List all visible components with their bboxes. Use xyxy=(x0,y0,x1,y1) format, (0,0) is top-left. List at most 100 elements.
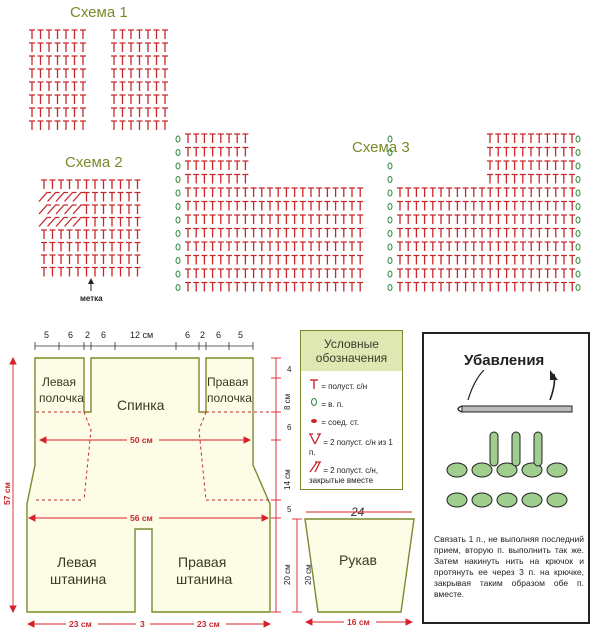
stitch-mark xyxy=(136,55,143,65)
stitch-mark xyxy=(145,55,151,65)
stitch-mark xyxy=(332,187,339,197)
stitch-mark xyxy=(511,268,518,278)
stitch-mark xyxy=(185,173,191,184)
stitch-mark xyxy=(109,254,115,264)
legend-item: = в. п. xyxy=(309,397,343,410)
legend-item: = 2 полуст. с/н, закрытые вместе xyxy=(309,461,399,486)
stitch-mark xyxy=(37,42,44,52)
stitch-mark xyxy=(503,254,510,265)
stitch-mark xyxy=(46,68,52,78)
stitch-mark xyxy=(413,281,420,292)
stitch-mark xyxy=(291,200,298,211)
stitch-mark xyxy=(299,268,306,278)
stitch-mark xyxy=(83,229,90,239)
chain-mark xyxy=(387,270,393,278)
left-leg-label-2: штанина xyxy=(50,571,107,587)
stitch-mark xyxy=(429,227,436,238)
stitch-mark xyxy=(201,227,208,238)
stitch-mark xyxy=(429,281,436,292)
stitch-mark xyxy=(446,227,453,238)
chain-mark xyxy=(575,243,581,251)
stitch-mark xyxy=(193,173,200,184)
stitch-mark xyxy=(462,200,469,211)
height-14: 14 см xyxy=(283,469,292,490)
width-sleeve-bottom: 16 см xyxy=(347,617,370,627)
stitch-mark xyxy=(405,241,412,251)
stitch-mark xyxy=(201,173,208,184)
stitch-mark xyxy=(511,133,518,143)
stitch-mark xyxy=(503,146,510,157)
left-front-label-2: полочка xyxy=(39,391,84,405)
stitch-mark xyxy=(153,107,160,117)
stitch-mark xyxy=(136,42,143,52)
scheme-2-grid xyxy=(38,179,141,277)
stitch-mark xyxy=(250,254,257,265)
stitch-mark xyxy=(544,241,551,251)
stitch-mark xyxy=(58,241,64,252)
legend-text: = 2 полуст. с/н, закрытые вместе xyxy=(309,466,379,485)
stitch-mark xyxy=(128,120,134,130)
back-label: Спинка xyxy=(117,397,165,413)
stitch-mark xyxy=(111,55,117,65)
stitch-mark xyxy=(80,55,86,65)
stitch-mark xyxy=(80,107,86,117)
stitch-mark xyxy=(209,146,216,157)
crochet-hook-illustration xyxy=(446,370,573,508)
stitch-mark xyxy=(544,187,551,197)
stitch-mark xyxy=(54,120,61,130)
stitch-mark xyxy=(117,266,124,277)
stitch-mark xyxy=(357,281,364,292)
stitch-mark xyxy=(291,268,298,278)
stitch-mark xyxy=(209,133,216,143)
stitch-mark xyxy=(209,281,216,292)
stitch-mark xyxy=(446,214,453,224)
stitch-mark xyxy=(226,160,232,170)
stitch-mark xyxy=(405,200,412,211)
stitch-mark xyxy=(479,254,485,265)
stitch-mark xyxy=(242,241,249,251)
stitch-mark xyxy=(308,187,314,197)
stitch-mark xyxy=(193,187,200,197)
decrease-mark xyxy=(72,204,85,215)
stitch-mark xyxy=(92,179,98,189)
stitch-mark xyxy=(29,120,35,130)
stitch-mark xyxy=(429,200,436,211)
stitch-mark xyxy=(438,254,444,265)
stitch-mark xyxy=(117,254,124,264)
stitch-mark xyxy=(454,254,461,265)
stitch-mark xyxy=(126,191,132,202)
stitch-mark xyxy=(29,94,35,104)
stitch-mark xyxy=(520,200,526,211)
stitch-mark xyxy=(201,241,208,251)
stitch-mark xyxy=(357,200,364,211)
stitch-mark xyxy=(536,200,543,211)
chain-mark xyxy=(387,230,393,237)
stitch-mark xyxy=(561,214,567,224)
stitch-mark xyxy=(511,254,518,265)
stitch-mark xyxy=(397,281,403,292)
stitch-mark xyxy=(136,29,143,39)
stitch-mark xyxy=(324,214,331,224)
stitch-mark xyxy=(275,200,282,211)
stitch-mark xyxy=(495,241,502,251)
decrease-mark xyxy=(55,191,68,202)
stitch-mark xyxy=(128,42,134,52)
decrease-icon xyxy=(309,461,321,473)
stitch-mark xyxy=(193,146,200,157)
stitch-mark xyxy=(153,29,160,39)
stitch-mark xyxy=(299,254,306,265)
stitch-mark xyxy=(438,214,444,224)
stitch-mark xyxy=(250,214,257,224)
stitch-mark xyxy=(405,268,412,278)
stitch-mark xyxy=(520,214,526,224)
stitch-mark xyxy=(267,281,273,292)
stitch-mark xyxy=(217,214,224,224)
stitch-mark xyxy=(117,241,124,252)
stitch-mark xyxy=(201,281,208,292)
stitch-mark xyxy=(349,227,355,238)
stitch-mark xyxy=(71,42,78,52)
stitch-mark xyxy=(536,173,543,184)
stitch-mark xyxy=(520,187,526,197)
stitch-mark xyxy=(80,81,86,91)
stitch-mark xyxy=(528,160,534,170)
